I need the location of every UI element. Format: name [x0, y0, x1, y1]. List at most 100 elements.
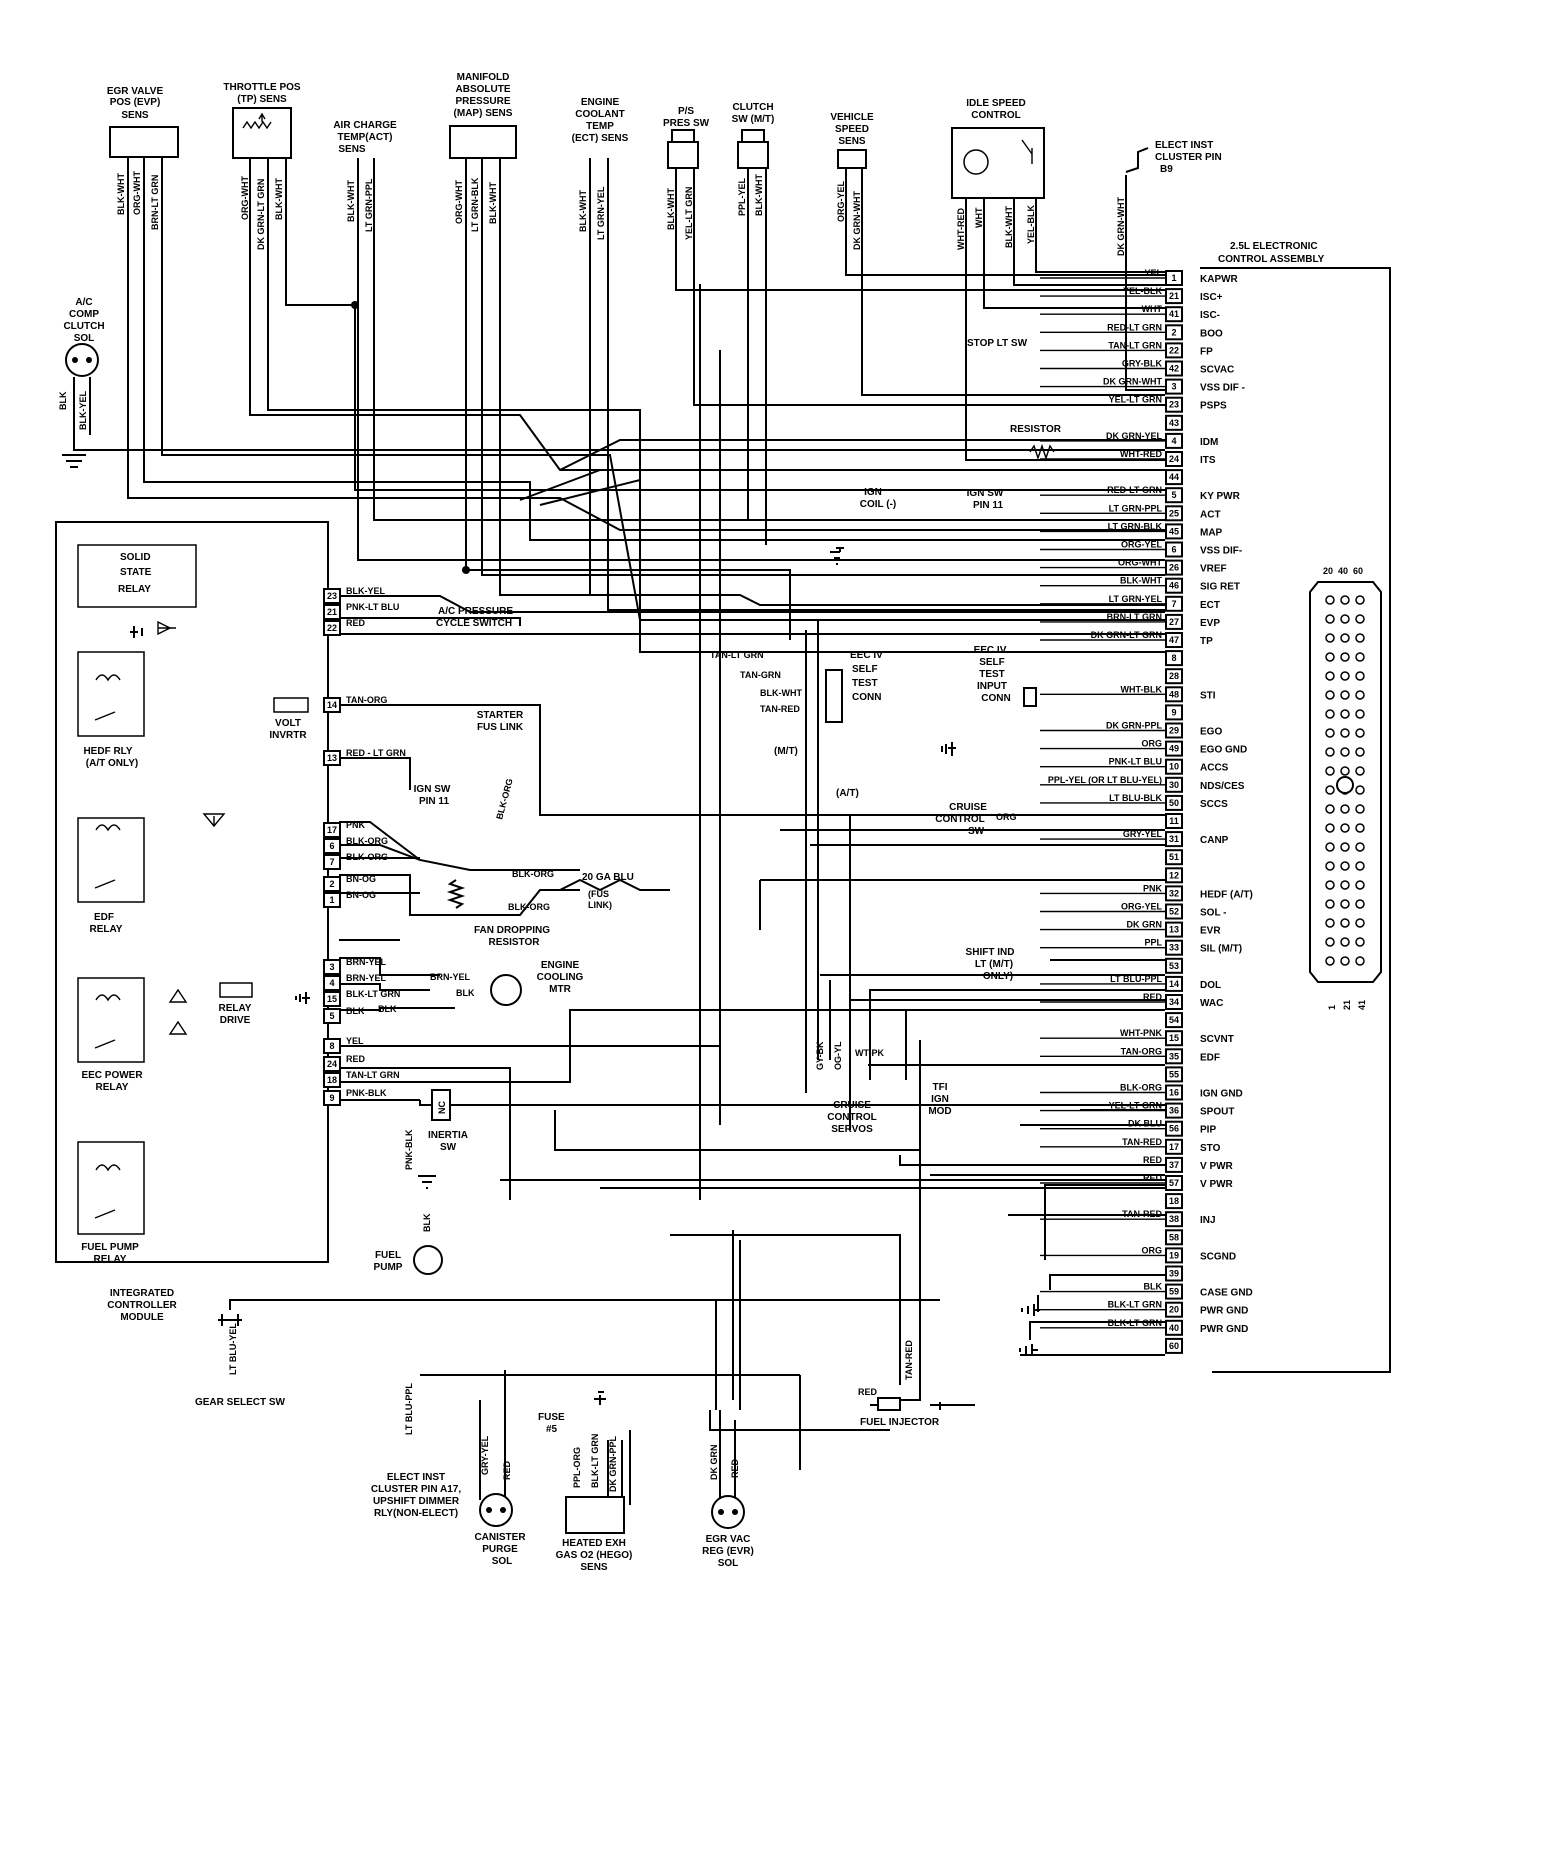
- eca-pin-number: 13: [1169, 925, 1179, 935]
- conn-pin-dot: [1340, 880, 1350, 890]
- conn-pin-dot: [1340, 747, 1350, 757]
- icm-pin-number: 7: [329, 857, 334, 867]
- eca-pin-function: MAP: [1200, 527, 1223, 538]
- icm-pin-box: [323, 822, 341, 838]
- canister-wire-1: GRY-YEL: [480, 1435, 490, 1475]
- relay-drive-1: RELAY: [219, 1003, 252, 1014]
- vss-wire-2-label: DK GRN-WHT: [852, 191, 862, 250]
- icm-title-2: CONTROLLER: [107, 1300, 177, 1311]
- icm-wire-color: BLK-LT GRN: [346, 989, 400, 999]
- icm-pin-box: [323, 1056, 341, 1072]
- eca-pin-number: 47: [1169, 635, 1179, 645]
- starter-fus-1: STARTER: [477, 710, 524, 721]
- icm-pin-box: [323, 838, 341, 854]
- eca-pin-function: V PWR: [1200, 1161, 1234, 1172]
- eca-pin-number: 8: [1171, 653, 1176, 663]
- eca-wire-color: DK GRN: [1127, 920, 1163, 930]
- vss-label-2: SPEED: [835, 124, 869, 135]
- eca-pin-number: 15: [1169, 1033, 1179, 1043]
- eca-wire-color: BLK-ORG: [1120, 1083, 1162, 1093]
- eca-wire-color: DK GRN-LT GRN: [1091, 630, 1162, 640]
- ect-label-4: (ECT) SENS: [572, 133, 629, 144]
- eca-pin-number: 21: [1169, 291, 1179, 301]
- engine-cooling-1: ENGINE: [541, 960, 580, 971]
- icm-wire-color: PNK-BLK: [346, 1088, 387, 1098]
- map-wire-3-label: BLK-WHT: [488, 182, 498, 224]
- cluster-b9-label-2: CLUSTER PIN: [1155, 152, 1222, 163]
- conn-pin-dot: [1325, 766, 1335, 776]
- cruise-org-wire: ORG: [996, 812, 1017, 822]
- hego-3: SENS: [580, 1562, 608, 1573]
- inertia-nc: NC: [437, 1101, 447, 1114]
- eca-pin-function: VSS DIF-: [1200, 546, 1242, 557]
- conn-pin-dot: [1325, 747, 1335, 757]
- ground-icon: [62, 454, 86, 468]
- icm-pin-box: [323, 876, 341, 892]
- eca-pin-number: 7: [1171, 599, 1176, 609]
- isc-label-1: IDLE SPEED: [966, 98, 1025, 109]
- ect-sensor: ENGINE COOLANT TEMP (ECT) SENS: [572, 97, 629, 144]
- evr-3: SOL: [718, 1558, 739, 1569]
- self-test-input-box: [1023, 687, 1037, 707]
- hedf-label-2: (A/T ONLY): [86, 758, 138, 769]
- cluster-a17-2: CLUSTER PIN A17,: [371, 1484, 461, 1495]
- eca-wire-color: RED: [1143, 1173, 1163, 1183]
- ect-wire-1-label: BLK-WHT: [578, 190, 588, 232]
- eca-pin-number: 55: [1169, 1069, 1179, 1079]
- icm-wire-color: PNK: [346, 820, 366, 830]
- eca-pin-number: 9: [1171, 707, 1176, 717]
- conn-pin-dot: [1340, 614, 1350, 624]
- conn-pin-dot: [1355, 709, 1365, 719]
- conn-pin-dot: [1340, 918, 1350, 928]
- solid-state-relay-box: [77, 544, 197, 608]
- icm-wire-color: TAN-LT GRN: [346, 1070, 400, 1080]
- eca-pin-function: CASE GND: [1200, 1288, 1253, 1299]
- fuse5-2: #5: [546, 1424, 558, 1435]
- fuel-injector-label: FUEL INJECTOR: [860, 1417, 940, 1428]
- conn-label-40: 40: [1338, 566, 1348, 576]
- eca-pin-function: EGO: [1200, 727, 1222, 738]
- conn-pin-dot: [1355, 728, 1365, 738]
- fp-relay-label-2: RELAY: [94, 1254, 127, 1265]
- fuel-pump-2: PUMP: [374, 1262, 403, 1273]
- conn-pin-dot: [1355, 766, 1365, 776]
- conn-pin-dot: [1340, 595, 1350, 605]
- conn-pin-dot: [1355, 747, 1365, 757]
- eca-pin-function: PWR GND: [1200, 1306, 1248, 1317]
- map-label-3: PRESSURE: [455, 96, 510, 107]
- map-wire-2-label: LT GRN-BLK: [470, 177, 480, 232]
- conn-label-41: 41: [1357, 1000, 1367, 1010]
- icm-title-1: INTEGRATED: [110, 1288, 174, 1299]
- icm-pin-box: [323, 620, 341, 636]
- cluster-b9-arrow: [1125, 147, 1149, 173]
- ac-clutch-wire-2: BLK-YEL: [78, 391, 88, 430]
- conn-pin-dot: [1340, 728, 1350, 738]
- eca-pin-number: 16: [1169, 1088, 1179, 1098]
- eca-wire-color: PPL: [1144, 938, 1162, 948]
- icm-pin-number: 8: [329, 1041, 334, 1051]
- self-test-wire-3: BLK-WHT: [760, 688, 802, 698]
- conn-pin-dot: [1355, 690, 1365, 700]
- conn-pin-dot: [1325, 861, 1335, 871]
- conn-pin-dot: [1325, 899, 1335, 909]
- eca-pin-number: 27: [1169, 617, 1179, 627]
- act-sensor: AIR CHARGE TEMP(ACT) SENS: [333, 120, 397, 155]
- icm-pin-number: 13: [327, 753, 337, 763]
- cruise-sw-label-1: CRUISE: [949, 802, 987, 813]
- icm-pin-box: [323, 750, 341, 766]
- evr-2: REG (EVR): [702, 1546, 754, 1557]
- eca-pin-number: 34: [1169, 997, 1179, 1007]
- clutch-wire-1-label: PPL-YEL: [737, 177, 747, 216]
- eca-pin-number: 18: [1169, 1196, 1179, 1206]
